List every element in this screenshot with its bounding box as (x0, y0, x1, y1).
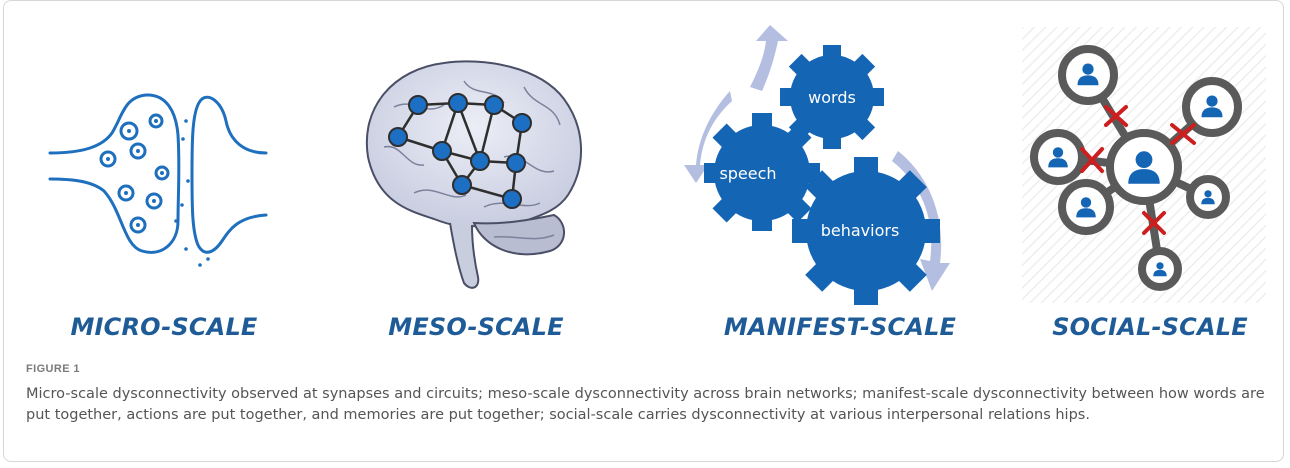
gear-label-speech: speech (719, 164, 776, 183)
cerebellum (472, 213, 565, 256)
social-network-icon (1022, 27, 1266, 303)
network-node (512, 113, 532, 133)
arrow-right-icon (892, 151, 950, 291)
person-node (1182, 77, 1242, 137)
arrow-left-icon (684, 91, 732, 183)
gear-words-icon (780, 45, 884, 149)
social-scale-label: SOCIAL-SCALE (1052, 313, 1248, 341)
network-node (470, 151, 490, 171)
brainstem (449, 222, 480, 289)
manifest-scale-illustration: words speech behaviors (666, 15, 966, 305)
micro-scale-illustration (42, 81, 282, 271)
gear-label-words: words (808, 88, 856, 107)
gear-speech-icon (704, 113, 820, 231)
network-node (432, 141, 452, 161)
network-node (408, 95, 428, 115)
meso-scale-label: MESO-SCALE (388, 313, 564, 341)
brain-network-icon (365, 60, 583, 289)
gear-behaviors-icon (792, 157, 940, 305)
person-node (1058, 45, 1118, 105)
gears-icon: words speech behaviors (684, 25, 950, 305)
figure-caption: Micro-scale dysconnectivity observed at … (26, 386, 1265, 423)
cycle-arrows (684, 25, 950, 291)
figure-label: FIGURE 1 (26, 363, 80, 375)
social-scale-illustration (1022, 27, 1266, 303)
network-node (452, 175, 472, 195)
network-node (388, 127, 408, 147)
figure-frame: words speech behaviors (3, 0, 1284, 462)
arrow-up-icon (750, 25, 788, 91)
network-node (502, 189, 522, 209)
micro-scale-label: MICRO-SCALE (70, 313, 258, 341)
synapse-icon (48, 93, 268, 267)
network-node (506, 153, 526, 173)
network-node (484, 95, 504, 115)
network-node (448, 93, 468, 113)
meso-scale-illustration (354, 47, 594, 297)
broken-link-icons (1080, 105, 1196, 235)
gear-label-behaviors: behaviors (821, 221, 900, 240)
manifest-scale-label: MANIFEST-SCALE (723, 313, 957, 341)
